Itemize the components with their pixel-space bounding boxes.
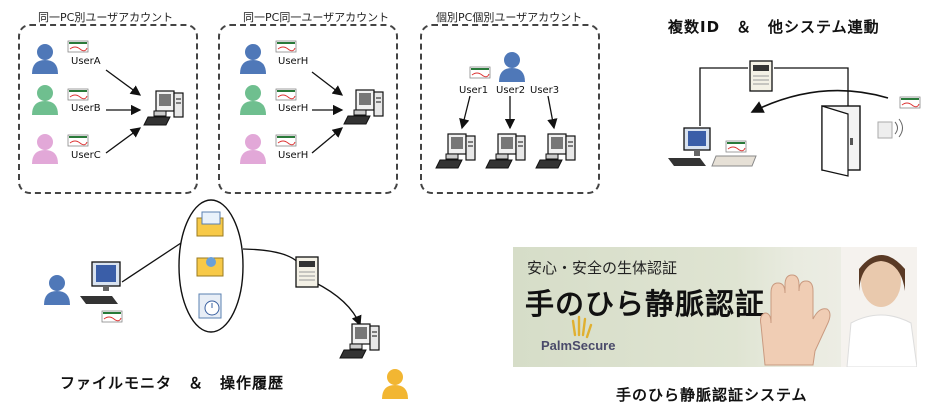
scenario3-caption: 個別PC個別ユーザアカウント xyxy=(436,11,583,24)
user-h2-icon xyxy=(240,85,266,115)
fm-card-icon xyxy=(101,310,123,323)
scenario3-user-2: User2 xyxy=(496,85,526,96)
scenario2-user-3: UserH xyxy=(278,150,309,161)
card-h3-icon xyxy=(275,134,297,147)
shared-pc-icon xyxy=(143,90,184,126)
reader-device-icon xyxy=(711,155,757,167)
scenario1-caption: 同一PC別ユーザアカウント xyxy=(38,11,174,24)
pc-to-ellipse-link xyxy=(121,242,182,283)
auth-server-icon xyxy=(749,60,773,92)
door-card-icon xyxy=(899,96,921,109)
user-b-icon xyxy=(32,85,58,115)
flow-arrow xyxy=(750,89,889,113)
scenario3-user-1: User1 xyxy=(459,85,489,96)
server-door-link xyxy=(774,67,849,106)
scenario2-user-2: UserH xyxy=(278,103,309,114)
folder-edit-icon xyxy=(196,257,224,277)
user-a-icon xyxy=(32,44,58,74)
banner-logo: PalmSecure xyxy=(541,338,616,353)
banner-subtitle: 安心・安全の生体認証 xyxy=(527,259,678,277)
banner-title: 手のひら静脈認証 xyxy=(525,287,766,321)
card-h2-icon xyxy=(275,88,297,101)
user-s3-icon xyxy=(499,52,525,82)
ellipse-to-server-link xyxy=(242,248,301,266)
mail-folder-icon xyxy=(196,211,224,237)
clock-document-icon xyxy=(198,293,222,319)
scenario3-user-3: User3 xyxy=(530,85,560,96)
card-h1-icon xyxy=(275,40,297,53)
user-h1-icon xyxy=(240,44,266,74)
wall-reader-icon xyxy=(877,118,903,139)
user-h3-icon xyxy=(240,134,266,164)
door-icon xyxy=(821,105,861,177)
monitor-pc-icon xyxy=(668,127,711,166)
server-to-admin-arrow xyxy=(313,281,362,327)
card-a-icon xyxy=(67,40,89,53)
scenario1-user-1: UserA xyxy=(71,56,101,67)
scenario1-user-2: UserB xyxy=(71,103,101,114)
fm-server-icon xyxy=(295,256,319,288)
admin-user-icon xyxy=(382,369,408,399)
card-b-icon xyxy=(67,88,89,101)
fm-admin-pc-icon xyxy=(339,323,380,359)
server-pc-link xyxy=(699,67,748,126)
shared-pc-2-icon xyxy=(343,89,384,125)
scenario2-user-1: UserH xyxy=(278,56,309,67)
card-reader-icon xyxy=(725,140,747,153)
multi-id-title: 複数ID ＆ 他システム連動 xyxy=(668,18,880,36)
fm-user-icon xyxy=(44,275,70,305)
palm-hand-icon xyxy=(760,274,831,366)
file-monitor-title: ファイルモニタ ＆ 操作履歴 xyxy=(60,374,285,392)
scenario3-box xyxy=(420,24,600,194)
card-s3-icon xyxy=(469,66,491,79)
pc3-icon xyxy=(535,133,576,169)
palm-logo-icon xyxy=(571,315,593,339)
palm-system-title: 手のひら静脈認証システム xyxy=(616,386,808,404)
card-c-icon xyxy=(67,134,89,147)
pc2-icon xyxy=(485,133,526,169)
scenario2-box xyxy=(218,24,398,194)
pc1-icon xyxy=(435,133,476,169)
scenario2-caption: 同一PC同一ユーザアカウント xyxy=(243,11,390,24)
scenario1-box xyxy=(18,24,198,194)
palm-banner: 安心・安全の生体認証 手のひら静脈認証 PalmSecure xyxy=(513,247,917,367)
user-c-icon xyxy=(32,134,58,164)
scenario1-user-3: UserC xyxy=(71,150,101,161)
banner-art xyxy=(571,247,917,367)
file-events-ellipse xyxy=(178,199,244,333)
fm-monitor-icon xyxy=(80,261,121,304)
woman-photo-icon xyxy=(841,247,917,367)
